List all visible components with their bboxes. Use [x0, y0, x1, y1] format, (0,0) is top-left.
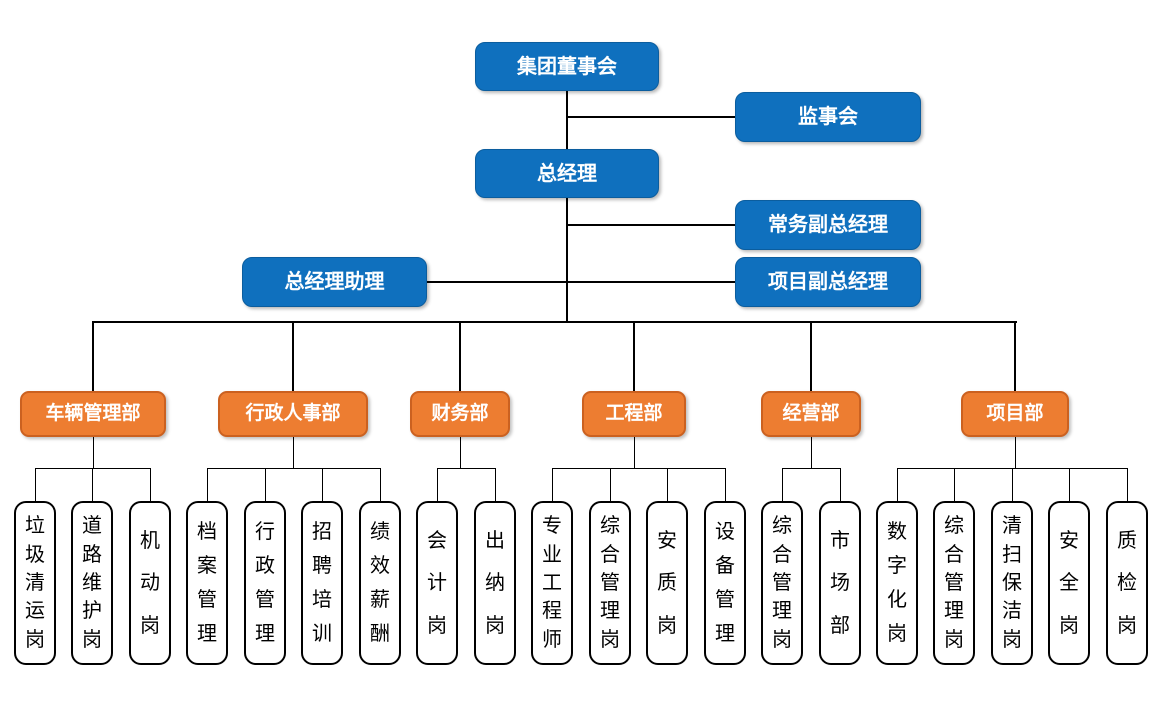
post-recruiting-training: 招聘培训 — [301, 501, 343, 665]
connector-drop-post — [1012, 468, 1013, 501]
connector-bus-group-2 — [207, 468, 380, 469]
node-dept-admin-hr: 行政人事部 — [218, 391, 368, 437]
node-board-label: 集团董事会 — [517, 55, 617, 78]
connector-drop-post — [92, 468, 93, 501]
connector-drop-post — [840, 468, 841, 501]
connector-drop-post — [1127, 468, 1128, 501]
connector-drop-post — [150, 468, 151, 501]
connector-stem-dept-5 — [811, 437, 812, 468]
dept-label: 车辆管理部 — [45, 402, 141, 424]
connector-distribution-bus — [92, 321, 1017, 323]
connector-assistant-branch — [427, 281, 735, 283]
post-accounting: 会计岗 — [416, 501, 458, 665]
connector-drop-post — [437, 468, 438, 501]
node-dept-finance: 财务部 — [410, 391, 510, 437]
node-gm-assistant-label: 总经理助理 — [284, 271, 385, 293]
post-digitalization: 数字化岗 — [876, 501, 918, 665]
node-executive-deputy-gm-label: 常务副总经理 — [768, 214, 888, 236]
connector-supervisory-branch — [567, 116, 735, 118]
dept-label: 财务部 — [431, 402, 489, 424]
post-sweeping-cleaning: 清扫保洁岗 — [991, 501, 1033, 665]
node-dept-operations: 经营部 — [761, 391, 861, 437]
connector-drop-dept-4 — [633, 323, 635, 391]
node-supervisory-board-label: 监事会 — [798, 106, 858, 128]
connector-drop-post — [207, 468, 208, 501]
node-dept-project: 项目部 — [961, 391, 1069, 437]
connector-drop-post — [322, 468, 323, 501]
connector-drop-post — [495, 468, 496, 501]
connector-drop-dept-2 — [292, 323, 294, 391]
node-dept-engineering: 工程部 — [582, 391, 686, 437]
connector-exec-deputy-branch — [567, 224, 735, 226]
dept-label: 项目部 — [986, 402, 1044, 424]
post-equipment-management: 设备管理 — [704, 501, 746, 665]
post-administration-management: 行政管理 — [244, 501, 286, 665]
connector-stem-dept-6 — [1015, 437, 1016, 468]
connector-board-gm — [566, 90, 568, 149]
node-dept-vehicle-management: 车辆管理部 — [20, 391, 166, 437]
post-safety-quality: 安质岗 — [646, 501, 688, 665]
node-executive-deputy-gm: 常务副总经理 — [735, 200, 921, 250]
post-quality-inspection: 质检岗 — [1106, 501, 1148, 665]
connector-drop-dept-6 — [1014, 323, 1016, 391]
post-performance-compensation: 绩效薪酬 — [359, 501, 401, 665]
connector-drop-post — [954, 468, 955, 501]
connector-drop-post — [1069, 468, 1070, 501]
connector-drop-post — [782, 468, 783, 501]
connector-drop-post — [265, 468, 266, 501]
connector-gm-trunk — [566, 197, 568, 323]
post-general-management-ops: 综合管理岗 — [761, 501, 803, 665]
node-supervisory-board: 监事会 — [735, 92, 921, 142]
dept-label: 工程部 — [605, 402, 663, 424]
connector-drop-dept-1 — [92, 323, 94, 391]
node-board: 集团董事会 — [475, 42, 659, 91]
connector-drop-post — [897, 468, 898, 501]
connector-drop-dept-3 — [459, 323, 461, 391]
connector-drop-post — [610, 468, 611, 501]
post-mobile: 机动岗 — [129, 501, 171, 665]
connector-bus-group-5 — [782, 468, 840, 469]
post-road-maintenance: 道路维护岗 — [71, 501, 113, 665]
connector-stem-dept-3 — [460, 437, 461, 468]
connector-drop-post — [725, 468, 726, 501]
connector-drop-post — [380, 468, 381, 501]
connector-drop-post — [35, 468, 36, 501]
node-project-deputy-gm-label: 项目副总经理 — [768, 271, 888, 293]
connector-stem-dept-1 — [93, 437, 94, 468]
post-cashier: 出纳岗 — [474, 501, 516, 665]
connector-stem-dept-2 — [293, 437, 294, 468]
post-archives-management: 档案管理 — [186, 501, 228, 665]
post-professional-engineer: 专业工程师 — [531, 501, 573, 665]
node-project-deputy-gm: 项目副总经理 — [735, 257, 921, 307]
post-general-management-proj: 综合管理岗 — [933, 501, 975, 665]
post-market: 市场部 — [819, 501, 861, 665]
post-safety: 安全岗 — [1048, 501, 1090, 665]
connector-drop-post — [552, 468, 553, 501]
node-gm-assistant: 总经理助理 — [242, 257, 427, 307]
dept-label: 经营部 — [782, 402, 840, 424]
post-garbage-removal: 垃圾清运岗 — [14, 501, 56, 665]
connector-bus-group-3 — [437, 468, 495, 469]
dept-label: 行政人事部 — [245, 402, 341, 424]
connector-drop-dept-5 — [810, 323, 812, 391]
node-general-manager: 总经理 — [475, 149, 659, 198]
post-general-management-eng: 综合管理岗 — [589, 501, 631, 665]
connector-drop-post — [667, 468, 668, 501]
node-general-manager-label: 总经理 — [537, 162, 597, 185]
connector-stem-dept-4 — [634, 437, 635, 468]
connector-bus-group-4 — [552, 468, 725, 469]
